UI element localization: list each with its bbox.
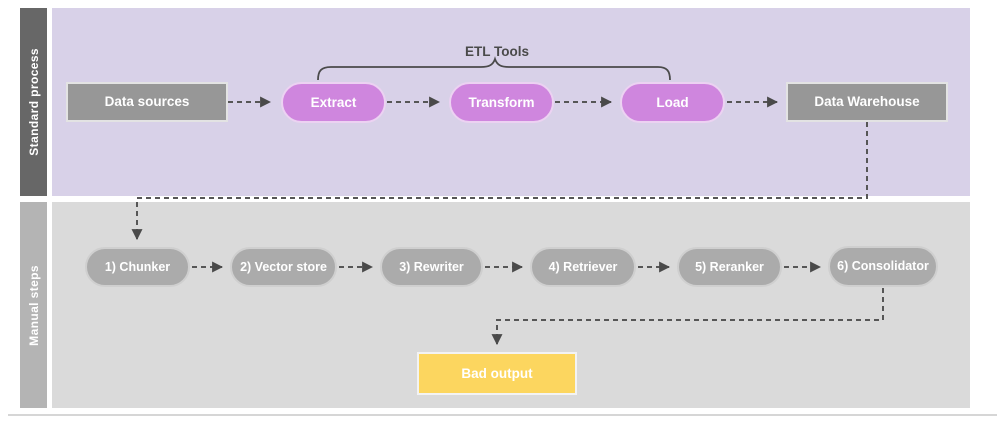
node-chunker: 1) Chunker <box>85 247 190 287</box>
node-vector-store: 2) Vector store <box>230 247 337 287</box>
node-rewriter: 3) Rewriter <box>380 247 483 287</box>
swimlane-manual-bar: Manual steps <box>20 202 47 408</box>
swimlane-standard-bar: Standard process <box>20 8 47 196</box>
node-retriever: 4) Retriever <box>530 247 636 287</box>
node-transform: Transform <box>449 82 554 123</box>
node-data-warehouse: Data Warehouse <box>786 82 948 122</box>
bottom-divider <box>8 414 997 416</box>
node-reranker: 5) Reranker <box>677 247 782 287</box>
swimlane-manual-label: Manual steps <box>26 264 41 346</box>
node-bad-output: Bad output <box>417 352 577 395</box>
swimlane-standard-label: Standard process <box>26 48 41 156</box>
node-extract: Extract <box>281 82 386 123</box>
node-consolidator: 6) Consolidator <box>828 246 938 287</box>
node-data-sources: Data sources <box>66 82 228 122</box>
node-load: Load <box>620 82 725 123</box>
etl-tools-label: ETL Tools <box>465 44 529 59</box>
